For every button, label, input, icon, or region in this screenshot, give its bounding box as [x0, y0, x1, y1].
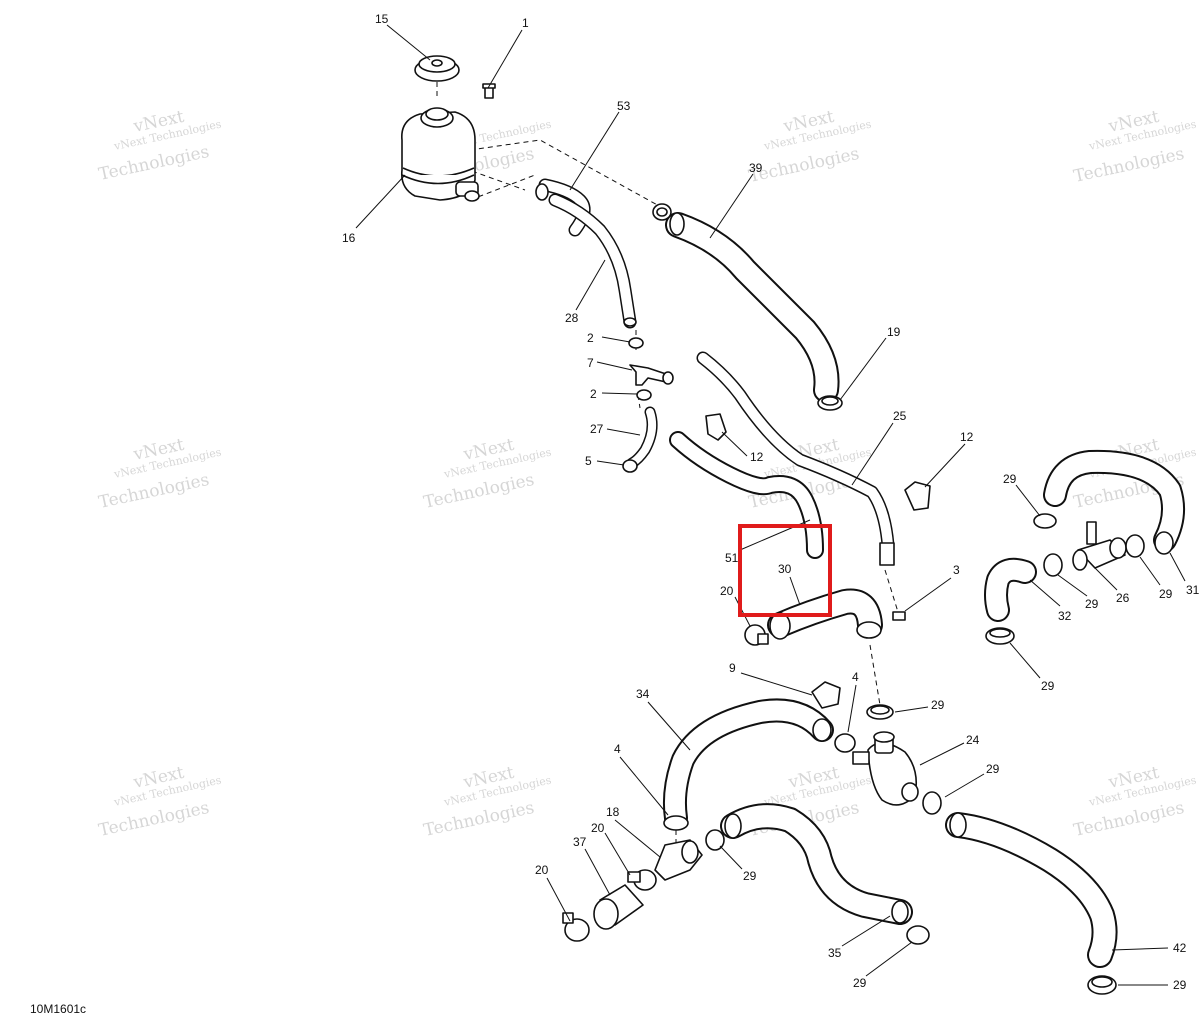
clamp-part-29-center[interactable] [866, 704, 894, 720]
watermark-group: vNext Technologies Technologies vNext vN… [97, 107, 1198, 841]
clamp-part-4-right[interactable] [834, 733, 856, 753]
diagram-code: 10M1601c [30, 1002, 86, 1016]
hose-part-25[interactable] [696, 351, 895, 566]
callout-34[interactable]: 34 [636, 687, 650, 701]
callout-2-upper[interactable]: 2 [587, 331, 594, 345]
callout-12-right[interactable]: 12 [960, 430, 974, 444]
callout-1[interactable]: 1 [522, 16, 529, 30]
callout-18[interactable]: 18 [606, 805, 620, 819]
callout-42[interactable]: 42 [1173, 941, 1187, 955]
callout-53[interactable]: 53 [617, 99, 631, 113]
coolant-reservoir-part-16[interactable] [400, 107, 480, 202]
callout-29-right-bottom[interactable]: 29 [1041, 679, 1055, 693]
callout-7[interactable]: 7 [587, 356, 594, 370]
callout-29-center[interactable]: 29 [931, 698, 945, 712]
callout-labels: 15 1 16 53 39 28 2 7 2 27 5 19 12 25 12 … [342, 12, 1200, 992]
clamp-part-29-hose-35-bottom[interactable] [906, 925, 930, 945]
callout-30[interactable]: 30 [778, 562, 792, 576]
callout-19[interactable]: 19 [887, 325, 901, 339]
callout-29-right-top[interactable]: 29 [1003, 472, 1017, 486]
callout-35[interactable]: 35 [828, 946, 842, 960]
callout-20-lower[interactable]: 20 [535, 863, 549, 877]
clamp-part-2-upper[interactable] [628, 337, 644, 349]
callout-24[interactable]: 24 [966, 733, 980, 747]
clamp-part-20-middle[interactable] [627, 869, 657, 891]
watermark-text: Technologies [422, 470, 536, 513]
coupler-part-37[interactable] [593, 884, 644, 930]
watermark-text: Technologies [422, 798, 536, 841]
callout-27[interactable]: 27 [590, 422, 604, 436]
clamp-part-29-right-left[interactable] [1043, 553, 1063, 577]
clamp-part-20-upper[interactable] [744, 624, 769, 646]
callout-29-hose-35-bottom[interactable]: 29 [853, 976, 867, 990]
clamp-part-29-right-bottom[interactable] [985, 627, 1015, 645]
t-fitting-part-18[interactable] [654, 839, 703, 881]
small-hose-part-28[interactable] [548, 193, 637, 329]
callout-20-upper[interactable]: 20 [720, 584, 734, 598]
callout-5[interactable]: 5 [585, 454, 592, 468]
clamp-part-29-bottom-right[interactable] [1087, 975, 1117, 995]
clamp-part-29-hose-35-top[interactable] [705, 829, 725, 851]
watermark-text: Technologies [747, 144, 861, 187]
hose-part-34[interactable] [662, 698, 834, 830]
callout-9[interactable]: 9 [729, 661, 736, 675]
radiator-cap-part-15[interactable] [414, 55, 460, 82]
clamp-part-4-left[interactable] [663, 815, 689, 831]
highlight-box-part-30 [738, 524, 832, 617]
callout-15[interactable]: 15 [375, 12, 389, 26]
callout-29-bottom-right[interactable]: 29 [1173, 978, 1187, 992]
callout-29-right-left[interactable]: 29 [1085, 597, 1099, 611]
gasket-part-9[interactable] [811, 681, 841, 709]
hose-part-31[interactable] [1043, 449, 1186, 555]
thermostat-housing-part-24[interactable] [852, 731, 919, 806]
leader-lines [355, 24, 1186, 986]
elbow-hose-part-32[interactable] [984, 557, 1037, 622]
callout-29-hose-35-top[interactable]: 29 [743, 869, 757, 883]
callout-4-left[interactable]: 4 [614, 742, 621, 756]
hose-part-42[interactable] [945, 812, 1118, 968]
callout-20-middle[interactable]: 20 [591, 821, 605, 835]
callout-51[interactable]: 51 [725, 551, 739, 565]
hose-part-39[interactable] [665, 212, 840, 403]
hose-part-51[interactable] [669, 431, 824, 559]
callout-31[interactable]: 31 [1186, 583, 1200, 597]
callout-28[interactable]: 28 [565, 311, 579, 325]
callout-26[interactable]: 26 [1116, 591, 1130, 605]
callout-29-right-right[interactable]: 29 [1159, 587, 1173, 601]
clamp-part-19[interactable] [817, 395, 843, 411]
clamp-part-20-lower[interactable] [562, 912, 590, 942]
t-fitting-part-7[interactable] [629, 364, 674, 386]
callout-16[interactable]: 16 [342, 231, 356, 245]
callout-29-thermostat[interactable]: 29 [986, 762, 1000, 776]
clamp-part-29-right-right[interactable] [1125, 534, 1145, 558]
elbow-hose-part-30[interactable] [767, 588, 883, 640]
callout-25[interactable]: 25 [893, 409, 907, 423]
clamp-part-2-lower[interactable] [636, 389, 652, 401]
gasket-part-12-right[interactable] [904, 481, 931, 511]
connector-part-26[interactable] [1072, 521, 1127, 571]
callout-2-lower[interactable]: 2 [590, 387, 597, 401]
callout-12-upper[interactable]: 12 [750, 450, 764, 464]
watermark-text: Technologies [1072, 144, 1186, 187]
callout-37[interactable]: 37 [573, 835, 587, 849]
clamp-part-29-thermostat[interactable] [922, 791, 942, 815]
callout-4-right[interactable]: 4 [852, 670, 859, 684]
clamp-part-5[interactable] [622, 459, 638, 473]
bolt-part-3[interactable] [892, 611, 906, 621]
callout-3[interactable]: 3 [953, 563, 960, 577]
clamp-part-29-right-top[interactable] [1033, 513, 1057, 529]
hose-part-35[interactable] [720, 803, 913, 925]
gasket-part-12-upper[interactable] [705, 413, 727, 441]
small-hose-part-27[interactable] [626, 406, 658, 469]
clamp-part-39-end[interactable] [652, 203, 672, 221]
callout-39[interactable]: 39 [749, 161, 763, 175]
callout-32[interactable]: 32 [1058, 609, 1072, 623]
